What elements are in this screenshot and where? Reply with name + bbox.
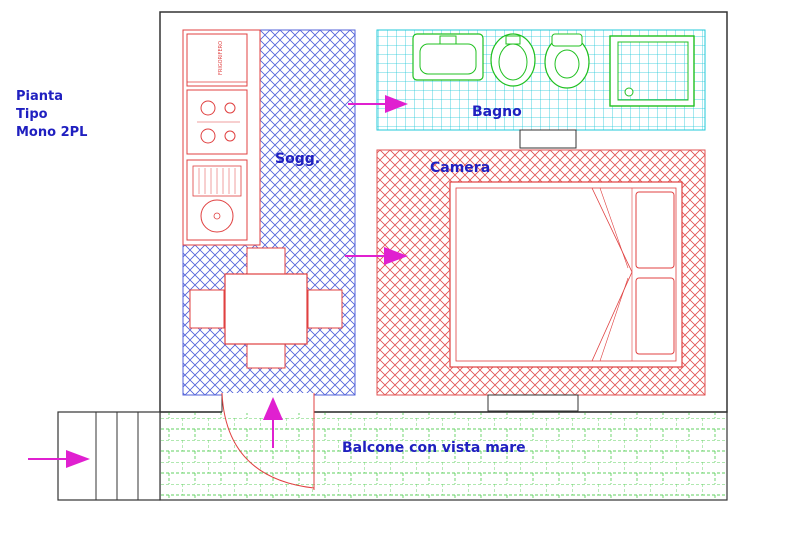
bagno-room: Bagno — [376, 29, 706, 131]
stove — [186, 89, 248, 155]
bidet — [490, 33, 536, 87]
camera-label: Camera — [430, 160, 490, 176]
arrow-to-camera — [345, 247, 408, 265]
fridge-label: FRIGORIFERO — [218, 41, 224, 75]
fridge: FRIGORIFERO — [186, 33, 248, 87]
washbasin — [412, 33, 484, 81]
title-line-1: Pianta — [16, 89, 63, 104]
arrow-into-soggiorno — [263, 397, 283, 448]
kitchen-sink — [186, 159, 248, 241]
soggiorno-label: Sogg. — [275, 151, 320, 167]
shower — [609, 35, 695, 107]
camera-room: Camera — [376, 149, 706, 396]
title-line-2: Tipo — [16, 107, 48, 122]
entrance-door — [221, 392, 315, 490]
toilet — [544, 33, 590, 89]
soggiorno-room: FRIGORIFERO — [182, 29, 356, 396]
title-line-3: Mono 2PL — [16, 125, 87, 140]
bagno-door — [519, 129, 577, 149]
balcone-area: Balcone con vista mare — [159, 411, 728, 501]
camera-window — [487, 394, 579, 412]
double-bed — [449, 181, 683, 368]
arrow-entrance — [28, 450, 90, 468]
plan-title: Pianta Tipo Mono 2PL — [16, 89, 87, 140]
dining-table — [189, 247, 343, 369]
bagno-label: Bagno — [472, 104, 522, 120]
arrow-to-bagno — [348, 95, 408, 113]
balcone-label: Balcone con vista mare — [342, 440, 526, 456]
